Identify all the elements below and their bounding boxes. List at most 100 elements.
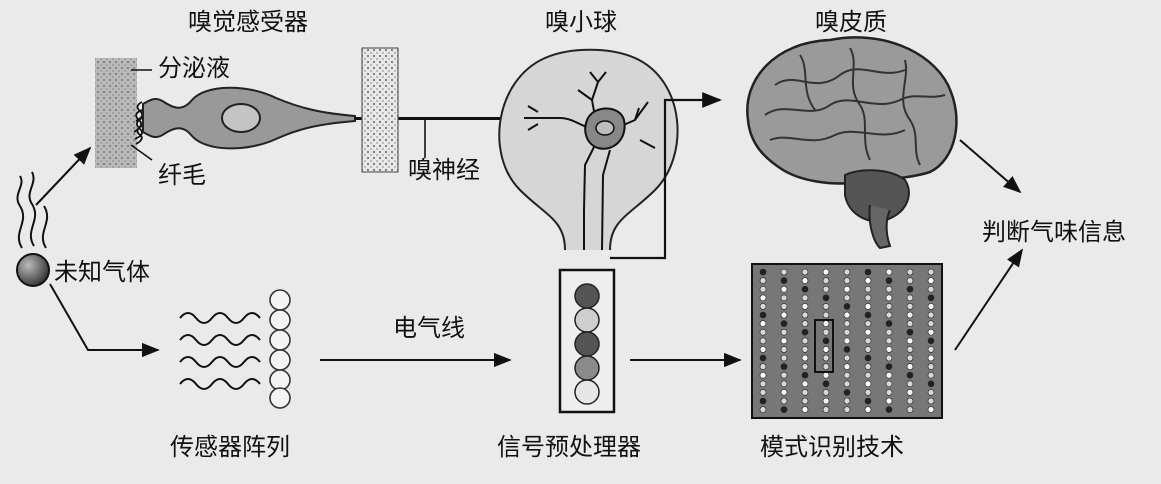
pattern-grid-dot — [759, 337, 767, 345]
pattern-grid-dot — [801, 277, 809, 284]
pattern-grid-dot — [759, 380, 767, 388]
pattern-grid-dot — [843, 346, 851, 353]
pattern-highlight — [814, 319, 834, 373]
pattern-grid-dot — [906, 303, 914, 310]
pattern-grid-dot — [864, 363, 872, 370]
pattern-grid-dot — [780, 389, 788, 396]
pattern-grid-dot — [906, 285, 914, 293]
pattern-grid-dot — [780, 337, 788, 345]
pattern-grid-dot — [864, 354, 872, 362]
pattern-grid-dot — [906, 311, 914, 319]
pattern-grid-dot — [864, 277, 872, 284]
pattern-grid-dot — [780, 294, 788, 302]
pattern-grid-dot — [885, 389, 893, 396]
pattern-grid-dot — [801, 320, 809, 327]
pattern-grid-dot — [801, 354, 809, 362]
pattern-grid-dot — [927, 397, 935, 405]
pattern-grid-dot — [780, 320, 788, 327]
pattern-grid-dot — [927, 294, 935, 302]
pattern-grid-dot — [906, 268, 914, 276]
pattern-grid-dot — [864, 320, 872, 327]
pattern-grid-dot — [822, 354, 830, 362]
pattern-grid-dot — [759, 311, 767, 319]
pattern-grid-dot — [885, 311, 893, 319]
pattern-grid-dot — [927, 354, 935, 362]
pattern-grid-dot — [843, 303, 851, 310]
pattern-grid-dot — [843, 320, 851, 327]
pattern-grid-dot — [906, 346, 914, 353]
pattern-grid-dot — [843, 294, 851, 302]
pattern-grid-dot — [780, 328, 788, 336]
label-judge: 判断气味信息 — [982, 218, 1126, 246]
pattern-grid-dot — [885, 406, 893, 413]
label-nerve: 嗅神经 — [408, 156, 480, 184]
pattern-grid-dot — [906, 277, 914, 284]
pattern-grid-dot — [759, 363, 767, 370]
pattern-grid-dot — [906, 397, 914, 405]
pattern-grid-dot — [822, 277, 830, 284]
pattern-grid-dot — [822, 328, 830, 336]
label-secretion: 分泌液 — [158, 54, 230, 82]
pattern-grid-dot — [822, 268, 830, 276]
pattern-grid-dot — [822, 363, 830, 370]
pattern-grid-dot — [885, 268, 893, 276]
pattern-grid-icon — [751, 263, 943, 419]
pattern-grid-dot — [780, 397, 788, 405]
pattern-grid-dot — [927, 328, 935, 336]
pattern-grid-dot — [843, 285, 851, 293]
label-preprocessor: 信号预处理器 — [497, 433, 641, 461]
pattern-grid-dot — [843, 311, 851, 319]
pattern-grid-dot — [864, 294, 872, 302]
label-cilia: 纤毛 — [158, 161, 206, 189]
pattern-grid-dot — [927, 320, 935, 327]
pattern-grid-dot — [801, 337, 809, 345]
pattern-grid-dot — [906, 363, 914, 370]
pattern-grid-dot — [885, 397, 893, 405]
pattern-grid-dot — [843, 337, 851, 345]
pattern-grid-dot — [885, 303, 893, 310]
pattern-grid-dot — [843, 363, 851, 370]
pattern-grid-dot — [885, 371, 893, 379]
pattern-grid-dot — [885, 320, 893, 327]
pattern-grid-dot — [759, 328, 767, 336]
pattern-grid-dot — [801, 363, 809, 370]
pattern-grid-dot — [927, 277, 935, 284]
pattern-grid-dot — [759, 354, 767, 362]
pattern-grid-dot — [885, 328, 893, 336]
pattern-grid-dot — [822, 303, 830, 310]
pattern-grid-dot — [864, 328, 872, 336]
pattern-grid-dot — [822, 380, 830, 388]
pattern-grid-dot — [780, 285, 788, 293]
preprocessor-icon — [558, 268, 616, 414]
pattern-grid-dot — [885, 346, 893, 353]
pattern-grid-dot — [801, 380, 809, 388]
pattern-grid-dot — [843, 371, 851, 379]
pattern-grid-dot — [864, 406, 872, 413]
pattern-grid-dot — [759, 277, 767, 284]
pattern-grid-dot — [801, 346, 809, 353]
pattern-grid-dot — [906, 406, 914, 413]
cortex-to-judge-arrow — [959, 139, 1022, 194]
pattern-grid-dot — [843, 397, 851, 405]
pattern-grid-dot — [864, 337, 872, 345]
pattern-grid-dot — [843, 354, 851, 362]
pattern-grid-dot — [885, 294, 893, 302]
pattern-grid-dot — [927, 389, 935, 396]
pattern-grid-dot — [759, 389, 767, 396]
pattern-grid-dot — [927, 285, 935, 293]
pattern-grid-dot — [759, 320, 767, 327]
pattern-grid-dot — [801, 389, 809, 396]
pattern-grid-dot — [759, 303, 767, 310]
pattern-grid-dot — [801, 371, 809, 379]
pattern-grid-dot — [906, 337, 914, 345]
pattern-grid-dot — [780, 363, 788, 370]
pattern-grid-dot — [801, 406, 809, 413]
sensor-waves-icon — [179, 312, 261, 390]
pattern-grid-dot — [885, 337, 893, 345]
pattern-grid-dot — [906, 371, 914, 379]
pattern-grid-dot — [801, 285, 809, 293]
pattern-grid-dot — [759, 346, 767, 353]
pattern-grid-dot — [906, 294, 914, 302]
pattern-grid-dot — [780, 346, 788, 353]
